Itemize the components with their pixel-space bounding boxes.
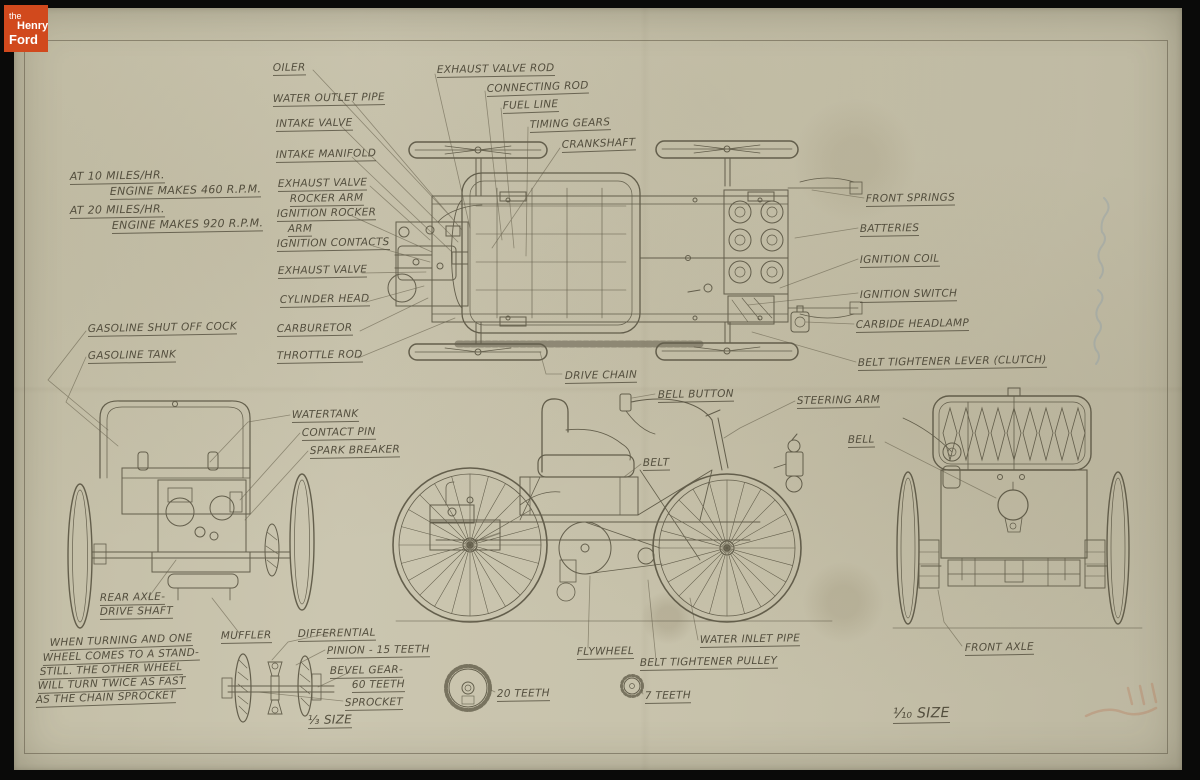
label-fuel-line: FUEL LINE [502, 98, 559, 114]
label-flywheel: FLYWHEEL [576, 645, 635, 660]
gear-detail-drawing [221, 653, 644, 723]
label-front-springs: FRONT SPRINGS [865, 191, 956, 207]
label-front-axle: FRONT AXLE [964, 640, 1035, 656]
label-20-teeth: 20 TEETH [496, 687, 551, 702]
label-ignition-rocker-arm-line1: IGNITION ROCKER [276, 206, 377, 222]
label-gasoline-shut-off-cock: GASOLINE SHUT OFF COCK [87, 320, 238, 337]
henry-ford-logo: the Henry Ford [4, 5, 48, 52]
label-belt: BELT [642, 456, 670, 471]
label-spark-breaker: SPARK BREAKER [309, 443, 401, 459]
side-view-drawing [392, 393, 833, 623]
label-water-inlet-pipe: WATER INLET PIPE [699, 632, 801, 648]
faint-red-marks [1084, 682, 1158, 718]
label-intake-manifold: INTAKE MANIFOLD [275, 147, 377, 163]
label-oiler: OILER [272, 61, 306, 76]
label-rear-axle-line2: DRIVE SHAFT [99, 604, 174, 620]
label-carbide-headlamp: CARBIDE HEADLAMP [855, 317, 970, 333]
label-drive-chain: DRIVE CHAIN [564, 368, 638, 384]
label-exhaust-valve-rod: EXHAUST VALVE ROD [436, 61, 555, 78]
front-view-drawing [892, 387, 1143, 629]
label-exhaust-valve-rocker-arm-line1: EXHAUST VALVE [277, 176, 368, 192]
label-belt-tightener-pulley: BELT TIGHTENER PULLEY [639, 654, 778, 671]
label-bell: BELL [847, 433, 875, 448]
label-differential: DIFFERENTIAL [297, 626, 376, 642]
note-speed-line2: ENGINE MAKES 460 R.P.M. [109, 182, 262, 200]
label-throttle-rod: THROTTLE ROD [276, 348, 363, 364]
label-ignition-coil: IGNITION COIL [859, 252, 940, 268]
leader-lines [47, 69, 997, 702]
note-speed-line1: AT 10 MILES/HR. [69, 168, 165, 185]
label-watertank: WATERTANK [291, 407, 359, 423]
plan-view-drawing [387, 140, 863, 361]
label-intake-valve: INTAKE VALVE [275, 116, 353, 132]
label-bevel-gear-line2: 60 TEETH [351, 678, 406, 693]
label-contact-pin: CONTACT PIN [301, 425, 376, 441]
label-ignition-contacts: IGNITION CONTACTS [276, 236, 390, 252]
paper [14, 8, 1182, 770]
label-bell-button: BELL BUTTON [657, 387, 735, 403]
label-bevel-gear-line1: BEVEL GEAR- [329, 663, 404, 679]
label-steering-arm: STEERING ARM [796, 393, 881, 409]
label-connecting-rod: CONNECTING ROD [486, 79, 589, 97]
label-exhaust-valve-rocker-arm-line2: ROCKER ARM [289, 191, 364, 207]
label-batteries: BATTERIES [859, 221, 920, 237]
label-water-outlet-pipe: WATER OUTLET PIPE [272, 91, 386, 107]
label-one-third-size: ⅓ SIZE [307, 712, 353, 729]
rear-view-drawing [67, 400, 315, 629]
label-7-teeth: 7 TEETH [644, 689, 692, 704]
rear-wheel-spokes [398, 473, 542, 617]
logo-henry: Henry [17, 20, 49, 32]
label-ignition-switch: IGNITION SWITCH [859, 287, 958, 303]
label-carburetor: CARBURETOR [276, 321, 353, 337]
label-ignition-rocker-arm-line2: ARM [287, 222, 313, 237]
label-rear-axle-line1: REAR AXLE- [99, 590, 166, 606]
label-belt-tightener-lever: BELT TIGHTENER LEVER (CLUTCH) [857, 353, 1047, 371]
note-speed-line3: AT 20 MILES/HR. [69, 202, 165, 219]
label-one-tenth-size: ⅒ SIZE [892, 705, 950, 724]
label-muffler: MUFFLER [220, 629, 272, 644]
logo-the: the [9, 11, 22, 21]
label-crankshaft: CRANKSHAFT [561, 136, 636, 153]
label-sprocket: SPROCKET [344, 695, 404, 711]
label-exhaust-valve: EXHAUST VALVE [277, 263, 368, 279]
faint-blue-inscription [1093, 197, 1110, 365]
front-wheel-spokes [658, 479, 796, 617]
label-timing-gears: TIMING GEARS [529, 116, 611, 133]
label-cylinder-head: CYLINDER HEAD [279, 292, 370, 308]
note-speed-line4: ENGINE MAKES 920 R.P.M. [111, 216, 264, 234]
logo-ford: Ford [9, 32, 38, 47]
label-pinion-15-teeth: PINION - 15 TEETH [326, 643, 430, 659]
label-gasoline-tank: GASOLINE TANK [87, 348, 177, 364]
border-line [24, 40, 1168, 754]
